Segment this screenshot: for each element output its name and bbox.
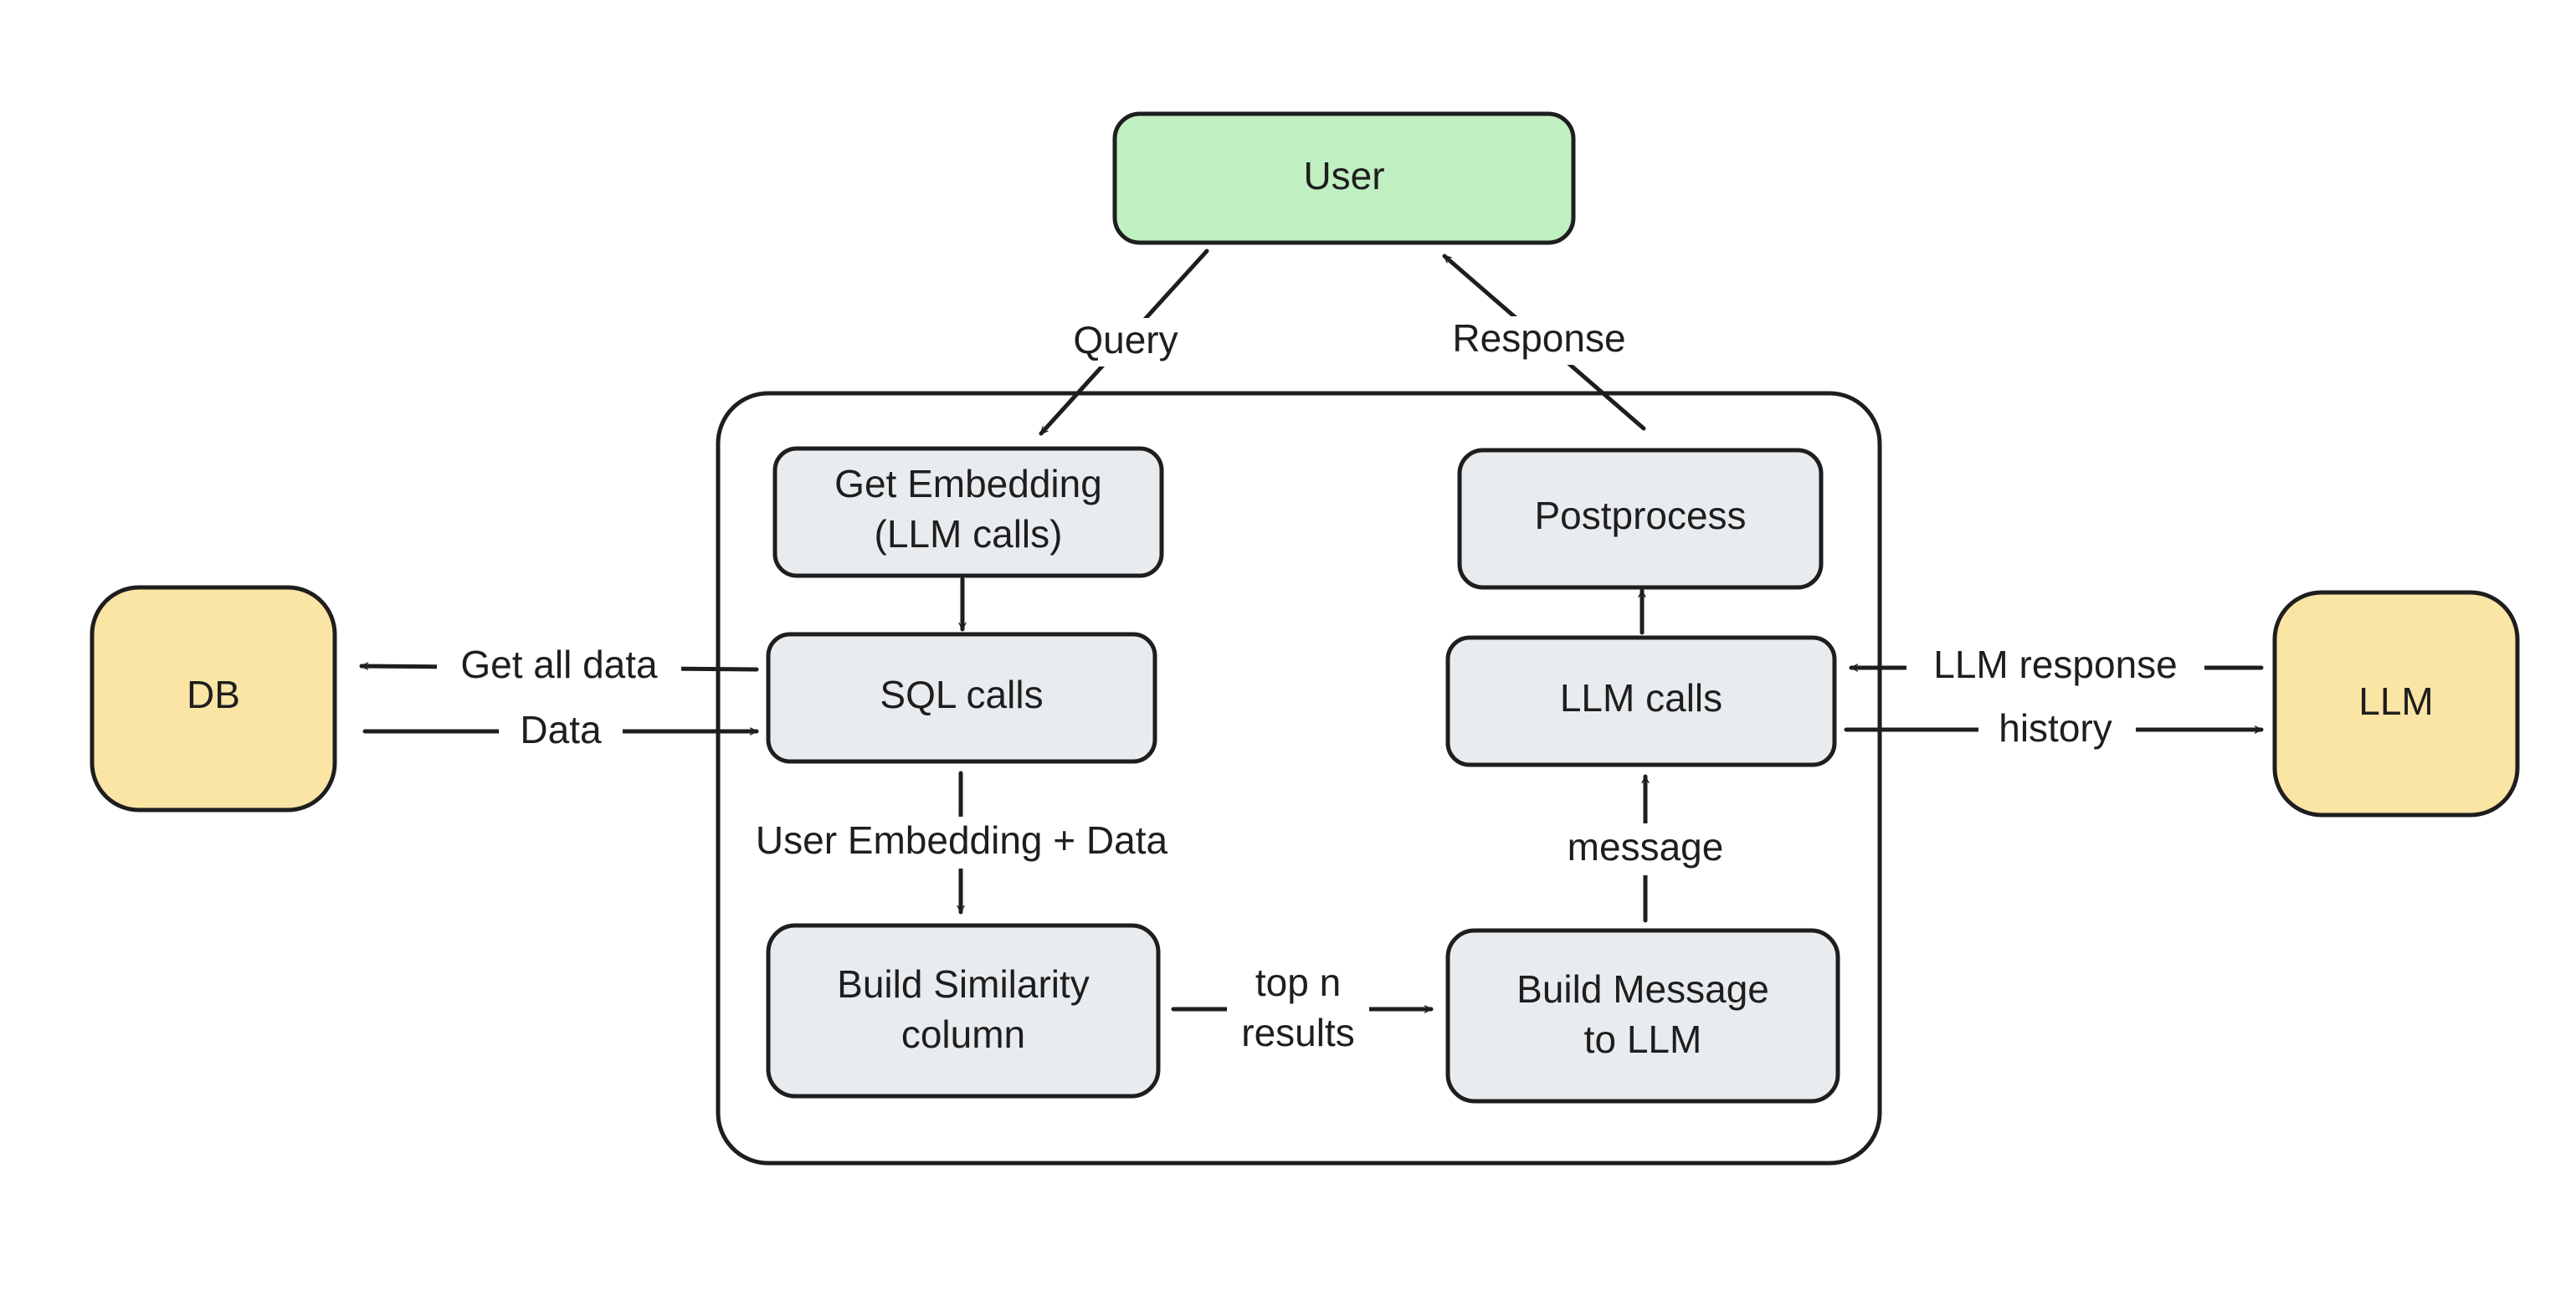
- llm-calls-node: LLM calls: [1445, 635, 1837, 767]
- edge-response: Response: [1441, 254, 1646, 431]
- llm-node: LLM: [2272, 590, 2520, 818]
- build-message-node: Build Message to LLM: [1445, 928, 1840, 1104]
- edge-message-label: message: [1568, 825, 1724, 869]
- edge-top-n-results: top n results: [1171, 959, 1434, 1061]
- build-similarity-node: Build Similarity column: [766, 923, 1161, 1099]
- edge-response-label-bg: [1441, 316, 1637, 365]
- edge-user-embedding-data: User Embedding + Data: [725, 771, 1198, 915]
- build-similarity-label-line-1: Build Similarity: [837, 962, 1090, 1006]
- llm-node-label: LLM: [2358, 679, 2433, 723]
- build-similarity-label-line-2: column: [901, 1012, 1025, 1056]
- build-message-label-line-1: Build Message: [1516, 967, 1769, 1011]
- postprocess-node: Postprocess: [1457, 448, 1824, 590]
- edge-llm-response-label: LLM response: [1933, 643, 2178, 686]
- edge-message: message: [1547, 774, 1744, 923]
- sql-calls-node: SQL calls: [766, 632, 1157, 764]
- build-message-label-line-2: to LLM: [1584, 1018, 1702, 1061]
- edge-get-all-data-label-bg: [437, 643, 681, 691]
- db-node: DB: [90, 585, 337, 813]
- edge-response-label: Response: [1452, 316, 1625, 360]
- edge-data: Data: [362, 708, 759, 756]
- edge-user-embedding-data-label: User Embedding + Data: [756, 818, 1168, 862]
- postprocess-label: Postprocess: [1534, 494, 1746, 537]
- edge-top-n-results-label-line-2: results: [1241, 1011, 1354, 1054]
- edge-llm-response-label-bg: [1906, 641, 2204, 693]
- user-node: User: [1112, 111, 1576, 245]
- edge-top-n-results-label-bg: [1227, 959, 1369, 1061]
- get-embedding-label-line-1: Get Embedding: [834, 462, 1102, 505]
- edge-llm-response: LLM response: [1849, 641, 2264, 693]
- edge-user-embedding-data-label-bg: [725, 817, 1198, 869]
- user-node-label: User: [1303, 154, 1384, 197]
- edge-message-label-bg: [1547, 823, 1744, 875]
- edge-history: history: [1844, 705, 2264, 756]
- get-embedding-label-line-2: (LLM calls): [875, 512, 1063, 556]
- get-embedding-node: Get Embedding (LLM calls): [772, 446, 1164, 578]
- edge-query: Query: [1039, 249, 1209, 436]
- llm-calls-label: LLM calls: [1560, 676, 1722, 720]
- edge-top-n-results-label-line-1: top n: [1255, 961, 1341, 1004]
- db-node-label: DB: [187, 673, 240, 716]
- edge-data-label: Data: [520, 708, 602, 751]
- edge-history-label-bg: [1978, 705, 2136, 756]
- edge-data-label-bg: [499, 708, 623, 756]
- sql-calls-label: SQL calls: [880, 673, 1043, 716]
- edge-get-all-data-label: Get all data: [460, 643, 658, 686]
- edge-query-label-bg: [1055, 318, 1200, 367]
- edge-history-label: history: [1999, 706, 2112, 750]
- edge-get-all-data: Get all data: [359, 643, 759, 691]
- edge-query-label: Query: [1073, 318, 1178, 361]
